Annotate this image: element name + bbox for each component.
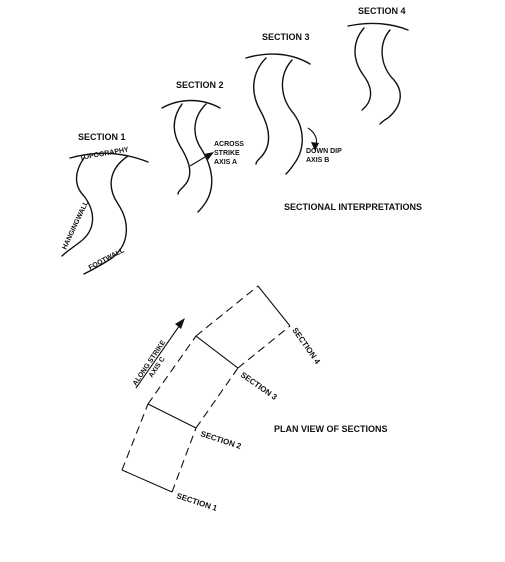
plan-section-4-line: [257, 285, 291, 327]
plan-connector-left-2: [147, 335, 197, 405]
across-strike-arrowhead: [204, 152, 214, 160]
across-strike-line-3: AXIS A: [214, 159, 237, 166]
across-strike-line-2: STRIKE: [214, 150, 240, 157]
plan-section-3-label: SECTION 3: [239, 370, 279, 402]
plan-connector-left-3: [195, 285, 259, 337]
plan-view-title: PLAN VIEW OF SECTIONS: [274, 424, 388, 434]
section-2-hangingwall-contact: [173, 103, 191, 195]
plan-section-3-line: [195, 335, 239, 369]
section-1-topography: [69, 152, 149, 163]
footwall-label: FOOTWALL: [88, 247, 127, 272]
section-2-footwall-contact: [194, 103, 213, 213]
down-dip-line-2: AXIS B: [306, 157, 329, 164]
section-1-label: SECTION 1: [78, 132, 126, 142]
plan-connector-right-1: [171, 427, 197, 493]
plan-section-4-label: SECTION 4: [290, 326, 322, 366]
down-dip-arrowhead: [311, 142, 319, 151]
plan-connector-left-1: [121, 403, 149, 471]
section-3-hangingwall-contact: [253, 57, 270, 165]
section-1-footwall-contact: [83, 155, 129, 275]
plan-section-1-label: SECTION 1: [175, 491, 218, 513]
topography-label: TOPOGRAPHY: [79, 146, 129, 162]
section-4-hangingwall-contact: [354, 27, 372, 111]
section-2-label: SECTION 2: [176, 80, 224, 90]
section-3-label: SECTION 3: [262, 32, 310, 42]
section-3-footwall-contact: [281, 59, 303, 175]
down-dip-line-1: DOWN DIP: [306, 148, 342, 155]
hangingwall-label: HANGINGWALL: [61, 199, 90, 251]
section-1-hangingwall-contact: [61, 157, 94, 257]
section-2-topography: [161, 99, 221, 109]
plan-connector-right-2: [195, 367, 239, 429]
plan-section-1-line: [121, 469, 173, 493]
along-strike-arrowhead: [175, 318, 185, 329]
section-3-topography: [245, 53, 311, 65]
plan-section-2-line: [147, 403, 197, 429]
plan-section-2-label: SECTION 2: [199, 429, 242, 451]
sectional-interpretations-title: SECTIONAL INTERPRETATIONS: [284, 202, 422, 212]
section-4-label: SECTION 4: [358, 6, 406, 16]
plan-connector-right-3: [237, 325, 291, 369]
section-4-topography: [347, 22, 409, 31]
section-4-footwall-contact: [379, 29, 401, 125]
along-strike-arrow: [135, 321, 183, 389]
across-strike-line-1: ACROSS: [214, 141, 244, 148]
